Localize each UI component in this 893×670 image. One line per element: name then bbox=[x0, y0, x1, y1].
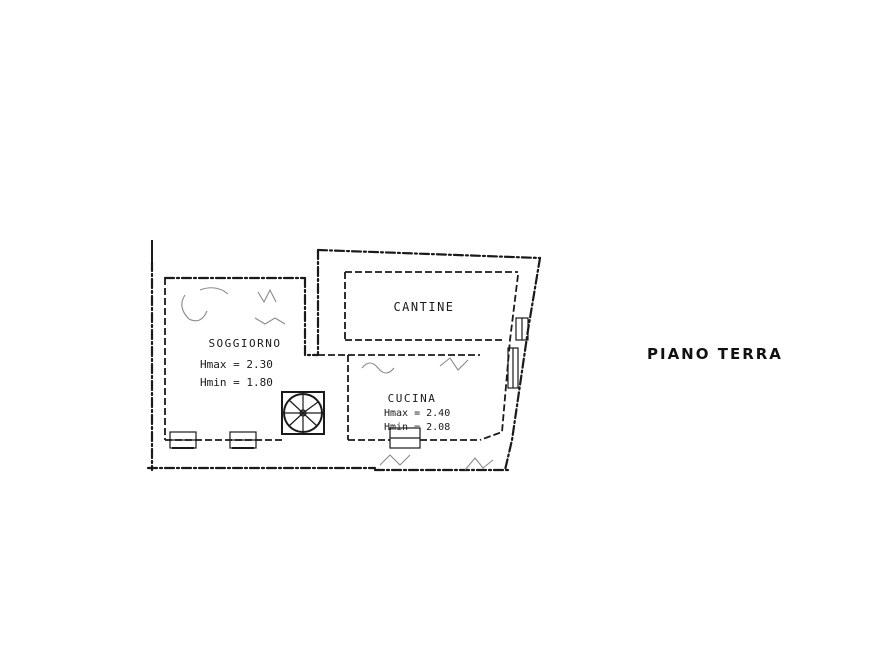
window-soggiorno-right bbox=[229, 431, 257, 449]
window-soggiorno-left bbox=[169, 431, 197, 449]
door-cucina bbox=[389, 427, 421, 449]
cucina-hmax: Hmax = 2.40 bbox=[384, 408, 450, 419]
window-right-upper bbox=[515, 317, 529, 341]
exterior-walls bbox=[146, 240, 542, 472]
soggiorno-hmin: Hmin = 1.80 bbox=[200, 376, 273, 389]
spiral-staircase-icon bbox=[281, 391, 325, 435]
cucina-hmin: Hmin = 2.08 bbox=[384, 422, 450, 433]
cucina-label: CUCINA bbox=[388, 392, 437, 405]
erased-sketch-marks bbox=[181, 287, 494, 471]
floor-title: PIANO TERRA bbox=[647, 345, 783, 363]
cantine-walls bbox=[318, 271, 518, 441]
window-right-lower bbox=[507, 347, 519, 389]
soggiorno-label: SOGGIORNO bbox=[208, 337, 281, 350]
soggiorno-hmax: Hmax = 2.30 bbox=[200, 358, 273, 371]
cantine-label: CANTINE bbox=[393, 300, 454, 314]
